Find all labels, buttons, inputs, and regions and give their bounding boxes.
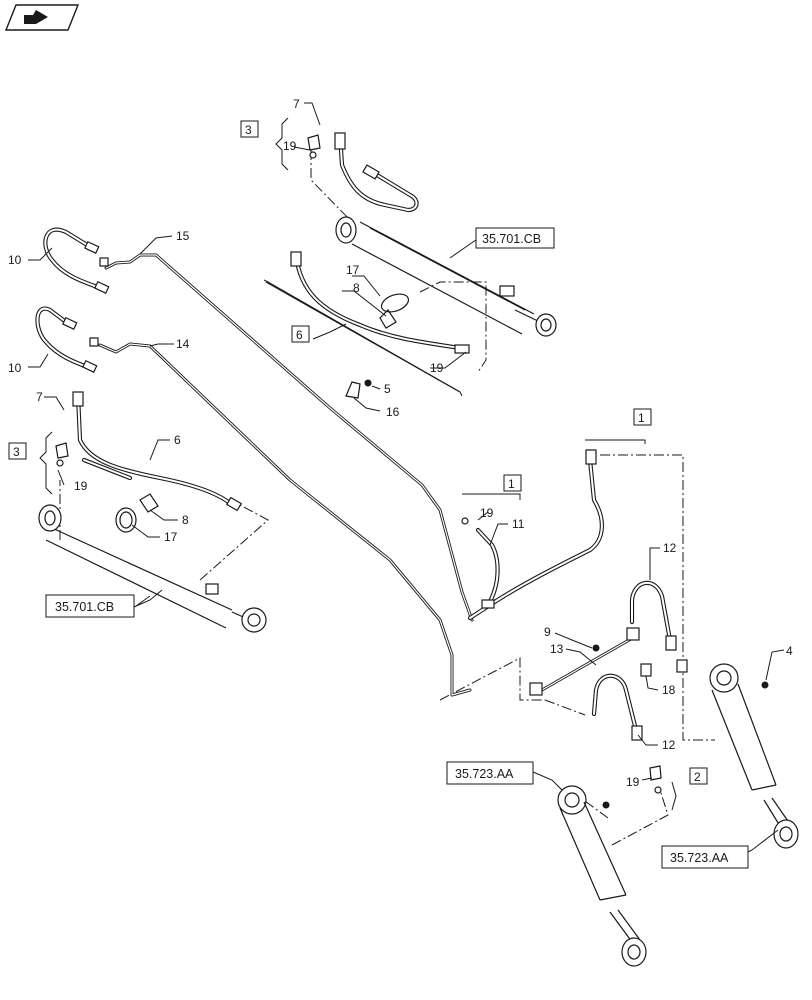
callout-10-upper: 10 [8, 253, 22, 267]
callout-8-upper: 8 [353, 281, 360, 295]
callout-9: 9 [544, 625, 551, 639]
callout-7-upper: 7 [293, 97, 300, 111]
callout-19-lower: 19 [74, 479, 88, 493]
group-bracket-2 [671, 781, 677, 811]
callout-19-mid: 19 [430, 361, 444, 375]
group-bracket-1-lower [462, 493, 521, 500]
svg-text:35.701.CB: 35.701.CB [55, 600, 114, 614]
ref-35-701-cb-upper[interactable]: 35.701.CB [475, 227, 555, 249]
svg-text:35.723.AA: 35.723.AA [670, 851, 729, 865]
fitting-18 [640, 659, 688, 677]
group-label-1-upper: 1 [633, 408, 652, 426]
svg-text:35.723.AA: 35.723.AA [455, 767, 514, 781]
next-page-arrow-icon[interactable] [4, 4, 80, 31]
hose-6-lower-group [55, 391, 243, 533]
cylinder-lower-left [557, 785, 647, 967]
ref-35-723-aa-left[interactable]: 35.723.AA [446, 761, 534, 785]
group-label-6: 6 [291, 325, 310, 343]
upper-return-hose [307, 132, 419, 213]
group-label-3-upper: 3 [240, 120, 259, 138]
group-label-2: 2 [689, 767, 708, 785]
callout-19-upper: 19 [283, 139, 297, 153]
group-label-3-lower: 3 [8, 442, 27, 460]
svg-text:3: 3 [13, 445, 20, 459]
callout-8-lower: 8 [182, 513, 189, 527]
callout-17-lower: 17 [164, 530, 178, 544]
group-bracket-6 [263, 279, 463, 397]
hose-10-lower [35, 306, 99, 373]
callout-14: 14 [176, 337, 190, 351]
steel-tube-14 [98, 342, 472, 697]
hose-12-lower [591, 673, 643, 741]
callout-4: 4 [786, 644, 793, 658]
svg-text:35.701.CB: 35.701.CB [482, 232, 541, 246]
group-bracket-3-lower [39, 431, 53, 495]
callout-7-lower: 7 [36, 390, 43, 404]
callout-19-center: 19 [480, 506, 494, 520]
callout-17-upper: 17 [346, 263, 360, 277]
group-bracket-3-upper [275, 117, 289, 171]
leader-lines [28, 102, 785, 857]
callout-10-lower: 10 [8, 361, 22, 375]
group-bracket-1-upper [585, 439, 646, 444]
callout-16: 16 [386, 405, 400, 419]
fitting-19-lower [649, 765, 662, 794]
callout-19-right: 19 [626, 775, 640, 789]
hose-12-upper [629, 580, 677, 651]
callout-13: 13 [550, 642, 564, 656]
clamp-16 [345, 379, 372, 399]
svg-text:3: 3 [245, 123, 252, 137]
callout-12-upper: 12 [663, 541, 677, 555]
callout-18: 18 [662, 683, 676, 697]
callout-15: 15 [176, 229, 190, 243]
left-cylinder [38, 504, 267, 633]
steel-tube-15 [104, 253, 474, 622]
hose-11 [461, 449, 604, 621]
svg-text:2: 2 [694, 770, 701, 784]
hose-6-upper-group [265, 251, 470, 393]
callout-11: 11 [512, 517, 525, 531]
svg-text:6: 6 [296, 328, 303, 342]
upper-cylinder [335, 216, 557, 337]
svg-text:1: 1 [638, 411, 645, 425]
cylinder-lower-right [709, 663, 799, 849]
hose-10-upper [43, 227, 110, 294]
assembly-guide-lines [59, 150, 715, 846]
callout-numbers: 7 19 17 8 15 10 14 10 19 5 16 7 19 6 8 1… [8, 97, 793, 789]
group-label-1-lower: 1 [503, 474, 522, 492]
ref-35-723-aa-right[interactable]: 35.723.AA [661, 845, 749, 869]
callout-5: 5 [384, 382, 391, 396]
tube-13 [529, 627, 640, 696]
ref-35-701-cb-lower[interactable]: 35.701.CB [45, 594, 135, 618]
svg-text:1: 1 [508, 477, 515, 491]
callout-12-lower: 12 [662, 738, 676, 752]
callout-6-lower: 6 [174, 433, 181, 447]
